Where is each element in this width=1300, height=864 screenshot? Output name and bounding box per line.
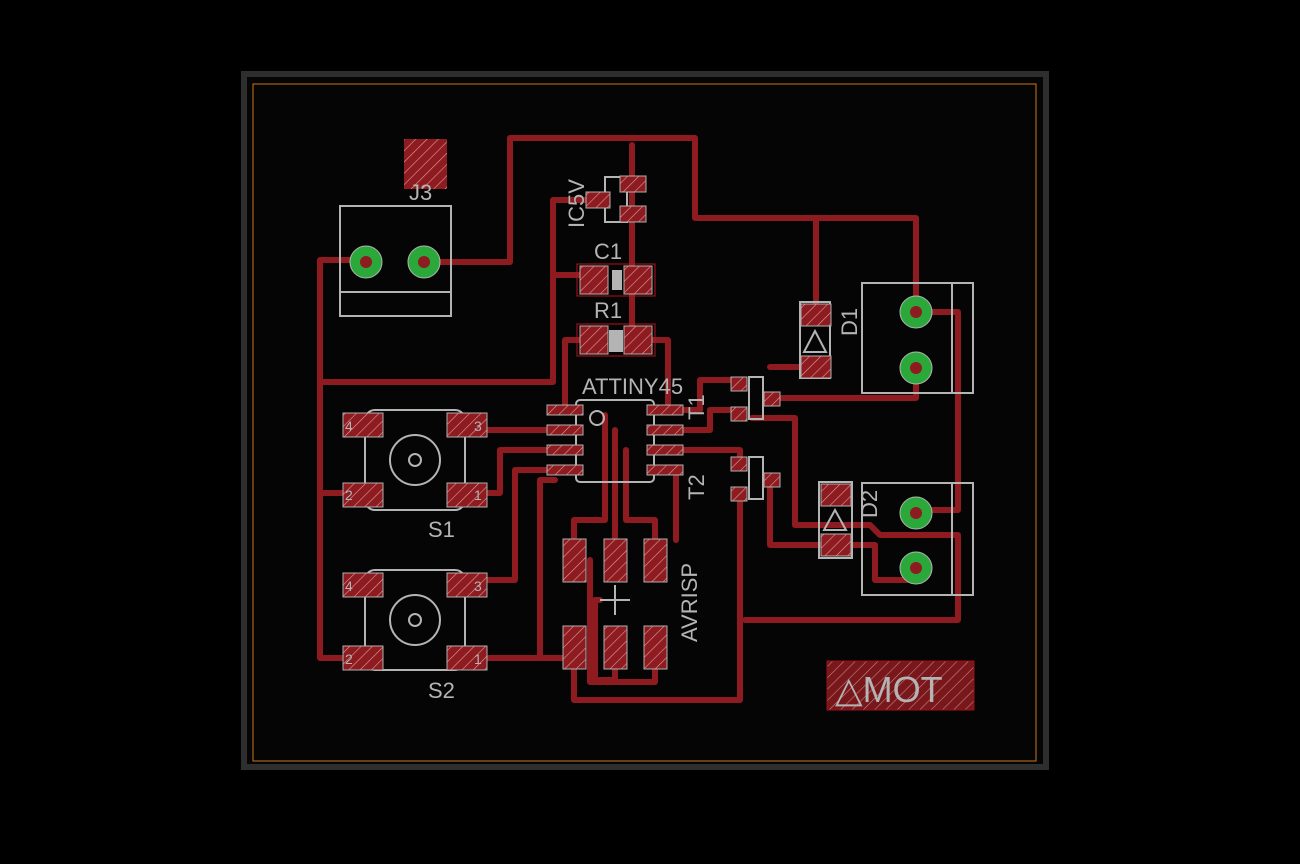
- t2-label: T2: [684, 474, 709, 500]
- c1-label: C1: [594, 239, 622, 264]
- s2-label: S2: [428, 678, 455, 703]
- d1-label: D1: [837, 308, 862, 336]
- s1-pin-2-label: 2: [345, 487, 353, 503]
- mot-label-block: △MOT: [826, 660, 975, 711]
- motor-connector-1[interactable]: [861, 282, 974, 394]
- switch-s2[interactable]: 4 3 2 1 S2: [342, 569, 488, 703]
- s1-pin-3-label: 3: [474, 418, 482, 434]
- avrisp-label: AVRISP: [677, 563, 702, 642]
- s2-pin-1-label: 1: [474, 651, 482, 667]
- transistor-t1[interactable]: T1: [684, 376, 781, 422]
- mot-label: △MOT: [835, 669, 943, 710]
- d2-label: D2: [857, 490, 882, 518]
- j3-marker: [404, 139, 447, 189]
- regulator-ic5v[interactable]: IC5V: [564, 175, 647, 228]
- capacitor-c1[interactable]: C1: [576, 239, 656, 297]
- attiny-label: ATTINY45: [582, 374, 683, 399]
- s1-pin-4-label: 4: [345, 418, 353, 434]
- header-avrisp[interactable]: AVRISP: [562, 538, 702, 670]
- switch-s1[interactable]: 4 3 2 1 S1: [342, 409, 488, 542]
- s1-pin-1-label: 1: [474, 487, 482, 503]
- microcontroller-attiny45[interactable]: ATTINY45: [546, 374, 684, 483]
- s1-label: S1: [428, 517, 455, 542]
- motor-connector-2[interactable]: [861, 482, 974, 596]
- s2-pin-2-label: 2: [345, 651, 353, 667]
- diode-d1[interactable]: D1: [799, 301, 862, 379]
- transistor-t2[interactable]: T2: [684, 456, 781, 502]
- connector-j3[interactable]: J3: [339, 139, 452, 317]
- ic5v-label: IC5V: [564, 179, 589, 228]
- resistor-r1[interactable]: R1: [576, 298, 656, 357]
- s2-pin-3-label: 3: [474, 578, 482, 594]
- s2-pin-4-label: 4: [345, 578, 353, 594]
- r1-label: R1: [594, 298, 622, 323]
- j3-label: J3: [409, 180, 432, 205]
- t1-label: T1: [684, 394, 709, 420]
- board-outline: [252, 83, 1037, 762]
